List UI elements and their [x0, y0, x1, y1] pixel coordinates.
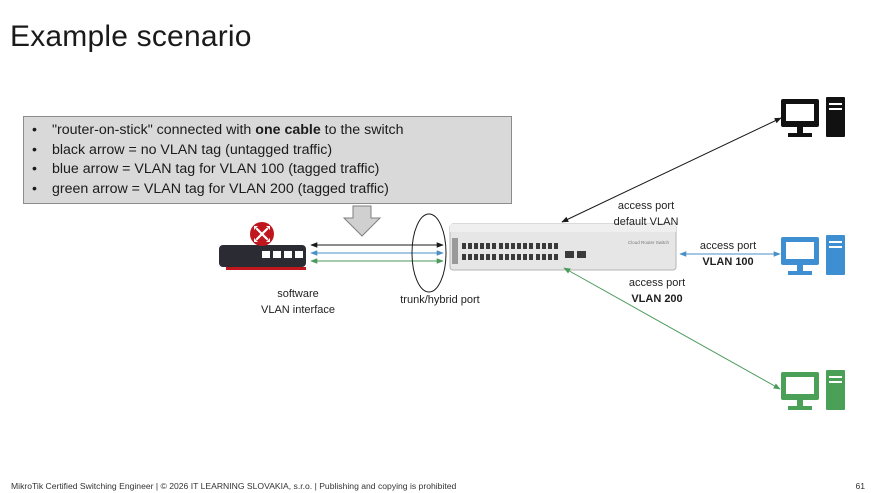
label-line-bold: VLAN 200: [631, 293, 683, 305]
label-line: default VLAN: [613, 216, 679, 228]
label-line: VLAN interface: [261, 304, 335, 316]
bullet-item-green-arrow: green arrow = VLAN tag for VLAN 200 (tag…: [32, 180, 511, 200]
access-port-default-label: access port default VLAN: [601, 198, 691, 230]
bullet-list: "router-on-stick" connected with one cab…: [24, 117, 511, 199]
trunk-port-label: trunk/hybrid port: [380, 292, 500, 308]
slide-footer: MikroTik Certified Switching Engineer | …: [11, 481, 457, 491]
computer-black-icon: [781, 97, 845, 137]
switch-model-text: Cloud Router Switch: [628, 240, 670, 245]
bullet-item-blue-arrow: blue arrow = VLAN tag for VLAN 100 (tagg…: [32, 160, 511, 180]
software-vlan-interface-label: software VLAN interface: [248, 286, 348, 318]
label-line: software: [277, 288, 319, 300]
trunk-port-ellipse: [411, 213, 447, 293]
label-line: access port: [628, 277, 686, 289]
computer-blue-icon: [781, 235, 845, 275]
down-arrow-icon: [342, 205, 382, 237]
bullet-box: "router-on-stick" connected with one cab…: [23, 116, 512, 204]
router-icon: [219, 222, 306, 270]
access-port-vlan100-label: access port VLAN 100: [683, 238, 773, 270]
label-line: access port: [699, 240, 757, 252]
computer-green-icon: [781, 370, 845, 410]
label-line-bold: VLAN 100: [702, 256, 754, 268]
bullet-text: to the switch: [320, 122, 404, 138]
bullet-item-black-arrow: black arrow = no VLAN tag (untagged traf…: [32, 141, 511, 161]
bullet-text: "router-on-stick" connected with: [52, 122, 256, 138]
bullet-item-router-on-stick: "router-on-stick" connected with one cab…: [32, 121, 511, 141]
label-line: trunk/hybrid port: [400, 294, 480, 306]
label-line: access port: [617, 200, 675, 212]
page-number: 61: [855, 481, 865, 491]
black-arrow-access-default: [561, 117, 782, 223]
access-port-vlan200-label: access port VLAN 200: [612, 275, 702, 307]
green-arrow-access-vlan200: [563, 267, 781, 390]
switch-icon: Cloud Router Switch: [449, 223, 677, 271]
slide-title: Example scenario: [10, 20, 252, 53]
bullet-bold-text: one cable: [255, 122, 321, 138]
